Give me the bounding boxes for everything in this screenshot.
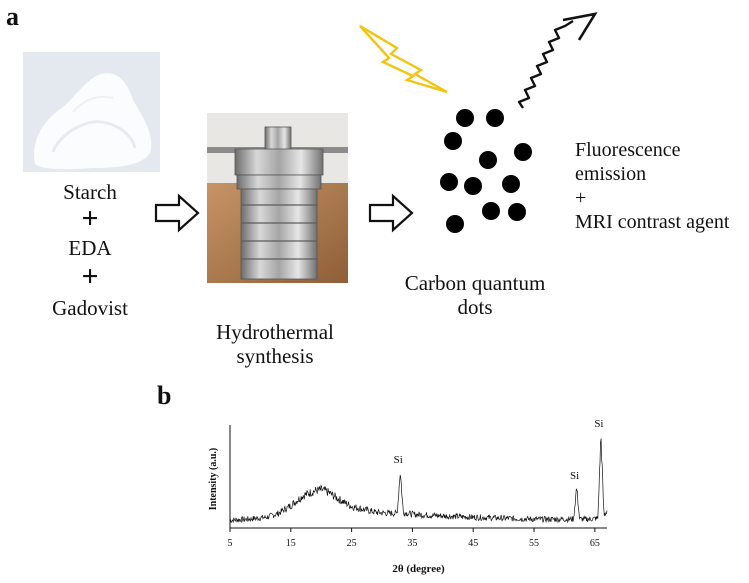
plus-sign: +: [81, 202, 99, 235]
plus-sign: +: [81, 260, 99, 293]
reagent-gadovist: Gadovist: [52, 296, 128, 320]
outcome-emission: emission: [575, 163, 647, 185]
x-tick-label: 65: [590, 538, 600, 549]
x-tick-label: 5: [228, 538, 233, 549]
lightning-icon: [359, 24, 448, 94]
x-tick-label: 55: [529, 538, 539, 549]
quantum-dot: [456, 109, 474, 127]
outcome-plus: +: [575, 187, 587, 209]
outcome-fluorescence: Fluorescence: [575, 139, 681, 161]
process-arrow-icon: [154, 193, 200, 233]
reagent-starch: Starch: [63, 180, 117, 204]
process-label-line2: synthesis: [236, 344, 314, 368]
quantum-dot: [482, 202, 500, 220]
panel-a-label: a: [6, 2, 19, 31]
reagent-eda: EDA: [68, 236, 112, 260]
product-label-line1: Carbon quantum: [404, 271, 546, 295]
peak-annotation: Si: [570, 470, 579, 482]
product-label-line2: dots: [457, 295, 493, 319]
quantum-dot: [479, 151, 497, 169]
emission-arrow-icon: [517, 12, 598, 109]
starch-powder-photo: [23, 52, 160, 172]
xrd-series-line: [229, 438, 608, 524]
quantum-dot: [486, 109, 504, 127]
y-axis-title: Intensity (a.u.): [208, 448, 219, 511]
peak-annotation: Si: [594, 418, 603, 430]
quantum-dot: [464, 177, 482, 195]
quantum-dot: [440, 173, 458, 191]
quantum-dot: [508, 203, 526, 221]
x-axis-title: 2θ (degree): [392, 563, 445, 575]
x-tick-label: 25: [347, 538, 357, 549]
outcome-mri-contrast: MRI contrast agent: [575, 211, 730, 233]
x-tick-label: 35: [407, 538, 417, 549]
quantum-dot: [514, 143, 532, 161]
x-tick-label: 45: [468, 538, 478, 549]
xrd-chart: 5 15 25 35 45 55 65 2θ (degree) Intensity (a.u.)…: [208, 418, 608, 575]
quantum-dot: [446, 215, 464, 233]
peak-annotation: Si: [394, 454, 403, 466]
quantum-dot: [444, 132, 462, 150]
x-tick-label: 15: [286, 538, 296, 549]
hydrothermal-reactor-photo: [207, 113, 348, 283]
quantum-dot: [502, 175, 520, 193]
process-label-line1: Hydrothermal: [216, 320, 334, 344]
panel-b-label: b: [157, 381, 172, 410]
quantum-dots-graphic: [440, 109, 532, 233]
process-arrow-icon: [368, 193, 414, 233]
